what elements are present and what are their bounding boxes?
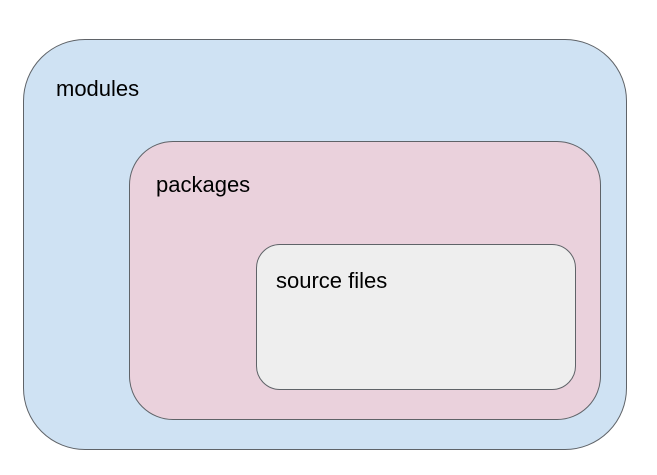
source-files-label: source files	[276, 268, 388, 293]
source-files-box: source files	[256, 244, 576, 390]
modules-label: modules	[56, 76, 140, 101]
packages-label: packages	[156, 172, 251, 197]
